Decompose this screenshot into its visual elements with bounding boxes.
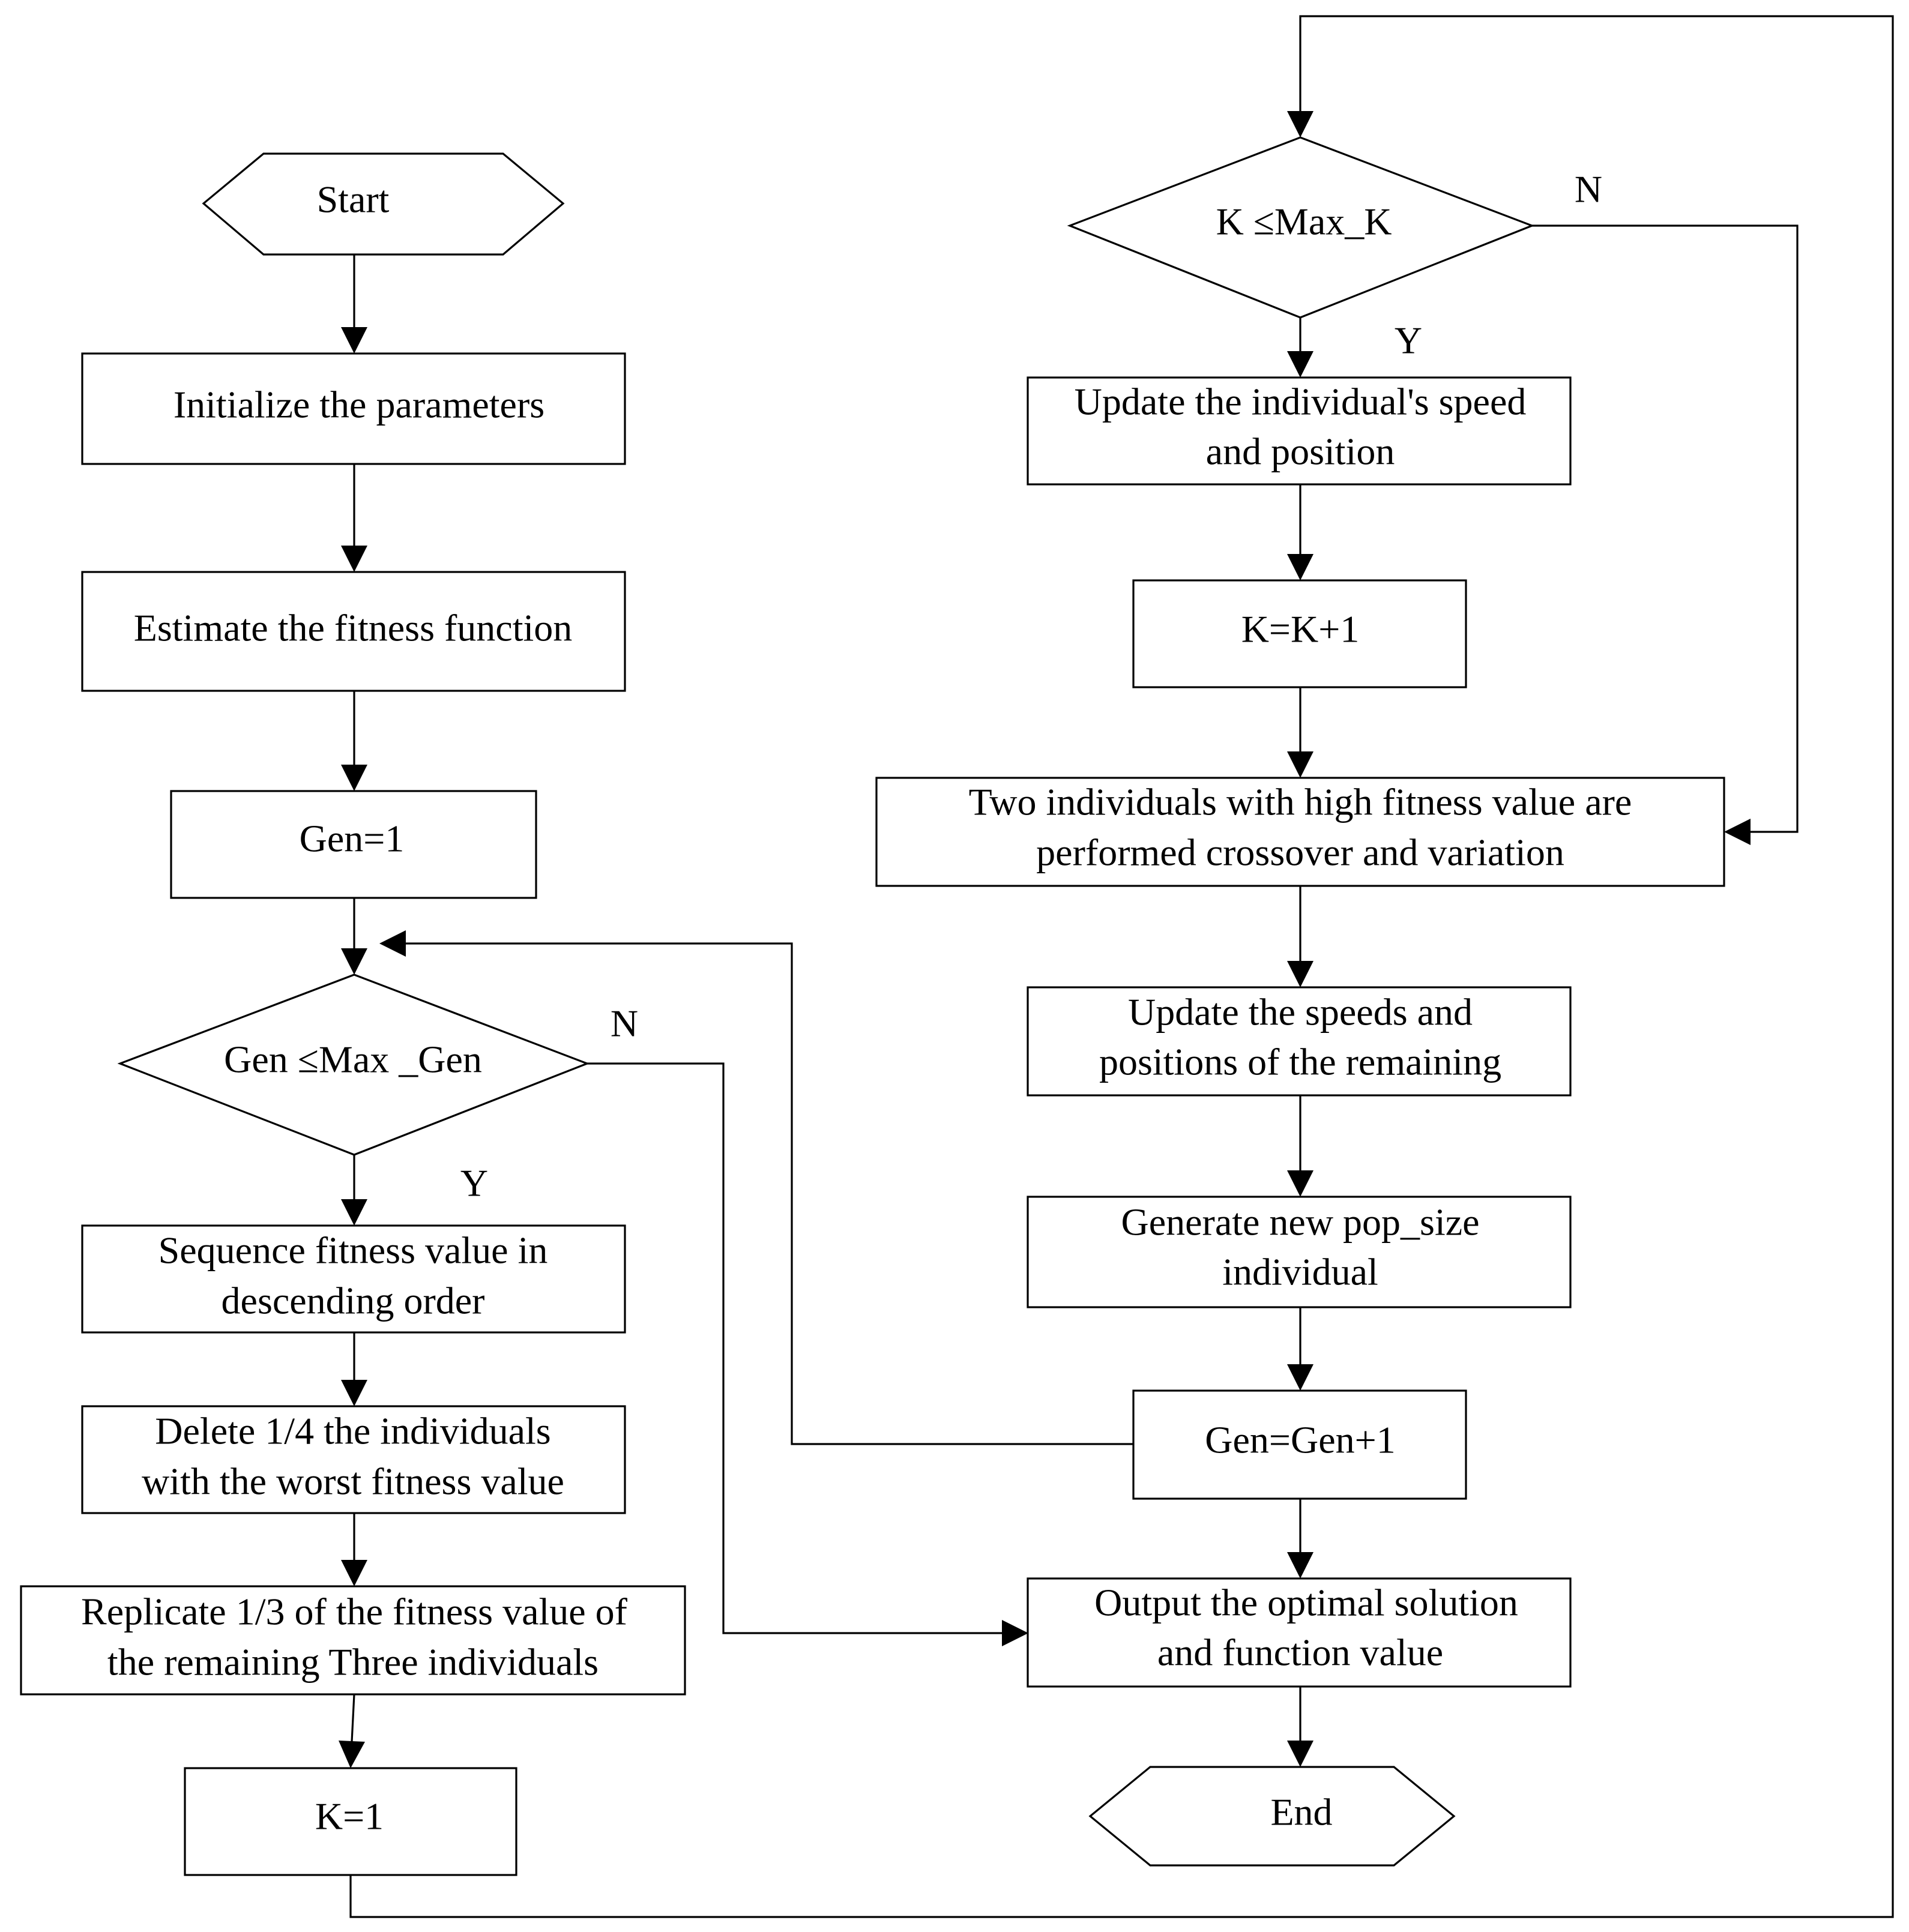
geninc-box: Gen=Gen+1 [1132, 1389, 1467, 1500]
edge-geninc-output [1287, 1499, 1313, 1578]
gen1-box: Gen=1 [170, 790, 537, 899]
k1-label: K=1 [315, 1795, 384, 1838]
k-yes-label: Y [1395, 319, 1422, 362]
edge-gen1-gencheck [341, 898, 367, 975]
generate-label-2: individual [1222, 1251, 1378, 1293]
k-no-label: N [1575, 168, 1602, 211]
start-terminal: Start [202, 152, 565, 256]
gen-check-decision: Gen ≤Max _Gen [117, 974, 590, 1156]
gen-check-label: Gen ≤Max _Gen [224, 1038, 482, 1081]
k1-box: K=1 [184, 1767, 517, 1876]
k-check-decision: K ≤Max_K [1067, 136, 1535, 319]
sequence-label-1: Sequence fitness value in [158, 1229, 548, 1272]
start-label: Start [317, 178, 390, 221]
kinc-label: K=K+1 [1241, 608, 1360, 651]
two-individuals-label-2: performed crossover and variation [1036, 831, 1564, 874]
sequence-box: Sequence fitness value in descending ord… [81, 1224, 626, 1334]
edge-start-init [341, 254, 367, 354]
output-label-1: Output the optimal solution [1094, 1581, 1518, 1624]
gen1-label: Gen=1 [300, 817, 405, 860]
output-box: Output the optimal solution and function… [1027, 1577, 1572, 1688]
generate-label-1: Generate new pop_size [1121, 1201, 1479, 1244]
sequence-label-2: descending order [222, 1280, 485, 1322]
output-label-2: and function value [1157, 1631, 1443, 1674]
edge-kinc-twoind [1287, 687, 1313, 778]
generate-box: Generate new pop_size individual [1027, 1196, 1572, 1308]
replicate-label-1: Replicate 1/3 of the fitness value of [81, 1590, 628, 1633]
delete-label-1: Delete 1/4 the individuals [155, 1410, 550, 1452]
edge-updateind-kinc [1287, 484, 1313, 580]
edge-estimate-gen1 [341, 691, 367, 791]
delete-box: Delete 1/4 the individuals with the wors… [81, 1405, 626, 1514]
edge-generate-geninc [1287, 1307, 1313, 1391]
end-terminal: End [1088, 1766, 1456, 1867]
edge-k1-kcheck [349, 15, 1894, 1918]
edge-gencheck-output [587, 1062, 1028, 1646]
edge-geninc-loop [379, 930, 1133, 1445]
edge-kcheck-twoind [1532, 224, 1799, 845]
delete-label-2: with the worst fitness value [142, 1460, 564, 1503]
estimate-label: Estimate the fitness function [134, 607, 573, 649]
replicate-box: Replicate 1/3 of the fitness value of th… [20, 1585, 686, 1696]
update-remaining-label-2: positions of the remaining [1099, 1041, 1501, 1083]
edge-sequence-delete [341, 1332, 367, 1406]
two-individuals-box: Two individuals with high fitness value … [875, 777, 1725, 887]
update-individual-label-1: Update the individual's speed [1075, 381, 1527, 423]
edge-output-end [1287, 1687, 1313, 1767]
gen-no-label: N [611, 1002, 638, 1045]
update-remaining-label-1: Update the speeds and [1128, 991, 1473, 1034]
gen-yes-label: Y [460, 1162, 488, 1205]
k-check-label: K ≤Max_K [1216, 200, 1392, 243]
edge-kcheck-updateind [1287, 317, 1313, 378]
edge-updaterem-generate [1287, 1095, 1313, 1197]
replicate-label-2: the remaining Three individuals [107, 1641, 599, 1684]
kinc-box: K=K+1 [1132, 579, 1467, 688]
update-individual-box: Update the individual's speed and positi… [1027, 376, 1572, 486]
geninc-label: Gen=Gen+1 [1205, 1419, 1395, 1461]
init-label: Initialize the parameters [173, 384, 544, 426]
edge-init-estimate [341, 464, 367, 572]
edge-delete-replicate [341, 1513, 367, 1586]
update-remaining-box: Update the speeds and positions of the r… [1027, 986, 1572, 1097]
update-individual-label-2: and position [1206, 430, 1395, 473]
init-box: Initialize the parameters [81, 352, 626, 465]
edge-gencheck-sequence [341, 1155, 367, 1226]
edge-replicate-k1 [339, 1694, 365, 1768]
two-individuals-label-1: Two individuals with high fitness value … [969, 781, 1632, 823]
edge-twoind-updaterem [1287, 886, 1313, 987]
estimate-box: Estimate the fitness function [81, 571, 626, 692]
end-label: End [1270, 1791, 1332, 1834]
